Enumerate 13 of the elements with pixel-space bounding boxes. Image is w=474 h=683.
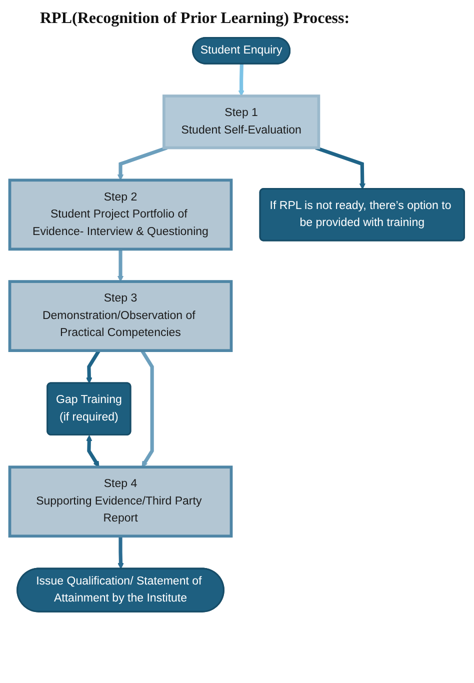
diagram-title: RPL(Recognition of Prior Learning) Process: bbox=[40, 10, 350, 28]
arrow bbox=[117, 146, 168, 180]
arrow bbox=[86, 435, 100, 468]
node-box: Step 1 Student Self-Evaluation bbox=[162, 94, 320, 150]
node-box: Step 4 Supporting Evidence/Third Party Report bbox=[8, 466, 233, 538]
node-box: Step 2 Student Project Portfolio of Evidence- Interview & Questioning bbox=[8, 178, 233, 251]
arrow bbox=[118, 536, 124, 570]
arrow bbox=[86, 350, 101, 384]
arrow bbox=[238, 64, 244, 96]
node-box: Step 3 Demonstration/Observation of Practical Competencies bbox=[8, 280, 233, 352]
arrow bbox=[117, 249, 124, 282]
arrow bbox=[315, 146, 366, 190]
arrow bbox=[140, 350, 154, 468]
